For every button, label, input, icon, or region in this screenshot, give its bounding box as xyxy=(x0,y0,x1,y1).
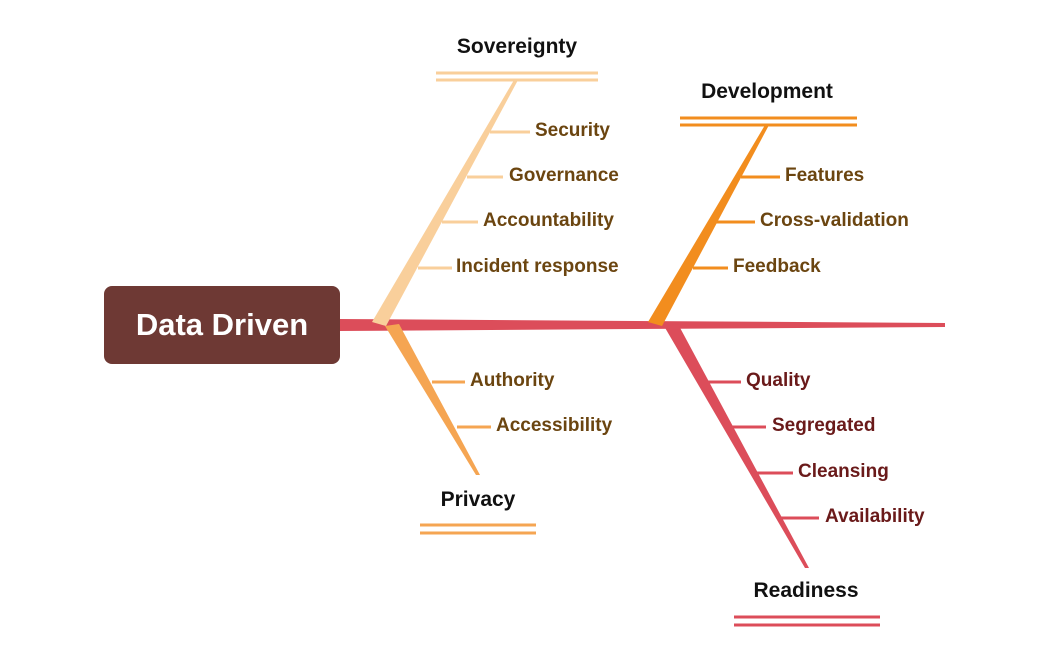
head-label: Data Driven xyxy=(135,307,309,342)
development-bone xyxy=(648,125,769,326)
readiness-bone xyxy=(664,324,809,568)
category-title-sovereignty: Sovereignty xyxy=(456,35,578,58)
cause-cleansing: Cleansing xyxy=(798,461,889,482)
category-title-readiness: Readiness xyxy=(753,579,859,602)
main-spine xyxy=(338,319,945,331)
privacy-bone xyxy=(385,324,480,475)
sovereignty-bone xyxy=(372,80,518,326)
head-box: Data Driven xyxy=(104,286,340,364)
category-title-privacy: Privacy xyxy=(440,488,516,511)
cause-features: Features xyxy=(785,165,865,186)
cause-segregated: Segregated xyxy=(772,415,876,436)
cause-incident-response: Incident response xyxy=(456,256,619,277)
cause-security: Security xyxy=(535,120,610,141)
cause-feedback: Feedback xyxy=(733,256,821,277)
cause-governance: Governance xyxy=(509,165,619,186)
cause-accountability: Accountability xyxy=(483,210,614,231)
cause-cross-validation: Cross-validation xyxy=(760,210,909,231)
cause-availability: Availability xyxy=(825,506,925,527)
cause-quality: Quality xyxy=(746,370,811,391)
cause-accessibility: Accessibility xyxy=(496,415,613,436)
category-title-development: Development xyxy=(701,80,833,103)
cause-authority: Authority xyxy=(470,370,555,391)
